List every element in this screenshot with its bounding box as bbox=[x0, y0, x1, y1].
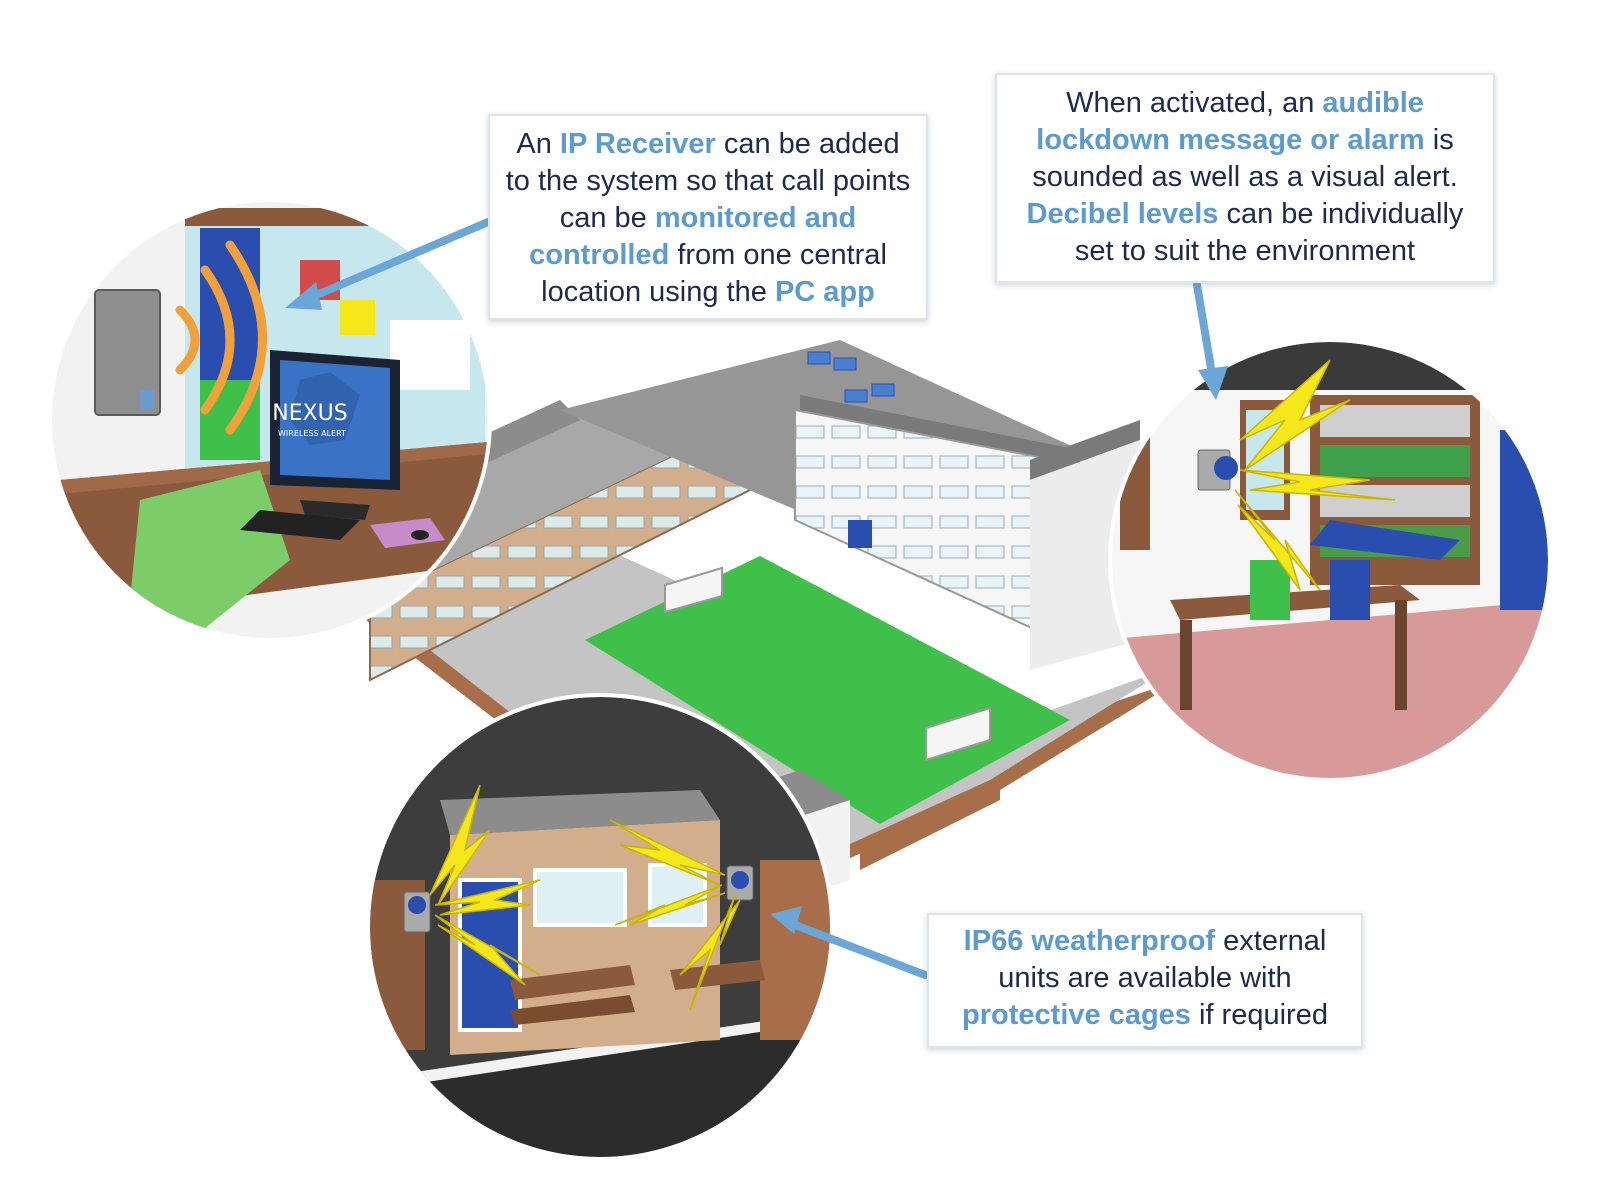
callout-text: is sounded as well as a visual alert. bbox=[1032, 124, 1458, 193]
callout-highlight: protective cages bbox=[962, 999, 1191, 1031]
office-scene-circle: NEXUS WIRELESS ALERT bbox=[48, 198, 492, 642]
outdoor-scene-circle bbox=[366, 693, 834, 1161]
classroom-scene-circle bbox=[1108, 338, 1552, 782]
goal-post bbox=[925, 706, 991, 762]
building-main bbox=[560, 340, 1140, 670]
arrow-icon bbox=[1193, 281, 1228, 400]
callout-text: if required bbox=[1190, 999, 1328, 1031]
callout-ip-receiver: An IP Receiver can be added to the syste… bbox=[488, 114, 928, 320]
callout-text: When activated, an bbox=[1066, 87, 1323, 119]
callout-text: external units are available with bbox=[998, 925, 1327, 994]
callout-highlight: PC app bbox=[774, 276, 875, 308]
wall-receiver-icon bbox=[94, 289, 161, 416]
callout-text: can be individually set to suit the envi… bbox=[1074, 198, 1464, 267]
callout-highlight: Decibel levels bbox=[1026, 198, 1219, 230]
callout-text: An bbox=[516, 128, 560, 160]
logo-brand: NEXUS bbox=[272, 401, 348, 426]
lightning-bolt-icon bbox=[1234, 359, 1396, 591]
arrow-icon bbox=[770, 906, 929, 979]
callout-highlight: audible lockdown message or alarm bbox=[1036, 87, 1425, 156]
callout-highlight: IP66 weatherproof bbox=[963, 925, 1216, 957]
callout-text: from one central location using the bbox=[541, 239, 887, 308]
logo-tagline: WIRELESS ALERT bbox=[278, 429, 346, 438]
callout-highlight: monitored and controlled bbox=[529, 202, 857, 271]
callout-highlight: IP Receiver bbox=[559, 128, 716, 160]
goal-post bbox=[664, 566, 723, 614]
monitor-icon: NEXUS WIRELESS ALERT bbox=[240, 350, 445, 548]
arrow-icon bbox=[285, 218, 492, 310]
call-point-icon bbox=[403, 891, 431, 933]
lightning-bolt-icon bbox=[429, 784, 741, 1011]
call-point-icon bbox=[1197, 449, 1238, 491]
callout-alarm: When activated, an audible lockdown mess… bbox=[995, 73, 1495, 283]
callout-ip66: IP66 weatherproof external units are ava… bbox=[927, 913, 1363, 1048]
playing-field bbox=[585, 556, 1070, 824]
callout-text: can be added to the system so that call … bbox=[505, 128, 911, 234]
signal-wave-icon bbox=[175, 240, 267, 435]
call-point-icon bbox=[726, 865, 754, 901]
